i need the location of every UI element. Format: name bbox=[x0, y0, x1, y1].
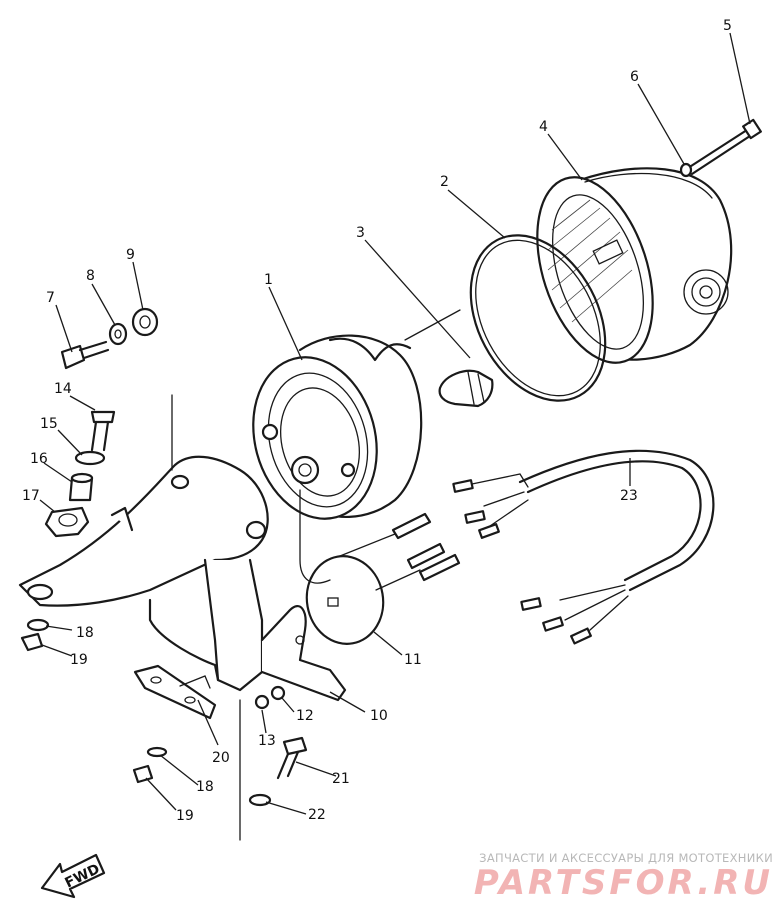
wire-connectors bbox=[339, 512, 461, 591]
nut-12 bbox=[270, 685, 286, 701]
bolt-14 bbox=[90, 410, 116, 452]
callout-21: 21 bbox=[332, 771, 350, 787]
watermark-brand: PARTSFOR.RU bbox=[473, 863, 773, 903]
reflector bbox=[299, 489, 385, 645]
taillight-housing bbox=[252, 334, 423, 520]
washer-18-upper bbox=[26, 618, 50, 632]
callout-18-lower: 18 bbox=[196, 779, 214, 795]
taillight-bracket bbox=[18, 455, 347, 702]
bulb bbox=[438, 369, 494, 408]
screw-washer bbox=[679, 162, 693, 178]
lens-gasket bbox=[469, 234, 607, 402]
callout-2: 2 bbox=[440, 174, 449, 190]
washer-9 bbox=[131, 307, 159, 337]
callout-15: 15 bbox=[40, 416, 58, 432]
lead-wire bbox=[452, 449, 715, 645]
collar-16 bbox=[68, 472, 94, 502]
watermark-subtitle: ЗАПЧАСТИ И АКСЕССУАРЫ ДЛЯ МОТОТЕХНИКИ bbox=[479, 851, 773, 865]
callout-23: 23 bbox=[620, 488, 638, 504]
fwd-direction-arrow: FWD bbox=[40, 853, 106, 899]
callout-13: 13 bbox=[258, 733, 276, 749]
washer-15 bbox=[74, 450, 106, 466]
lens-screw bbox=[686, 118, 762, 176]
washer-22 bbox=[248, 793, 272, 807]
callout-19-upper: 19 bbox=[70, 652, 88, 668]
callout-7: 7 bbox=[46, 290, 55, 306]
nut-19-upper bbox=[20, 632, 44, 652]
callout-16: 16 bbox=[30, 451, 48, 467]
callout-8: 8 bbox=[86, 268, 95, 284]
leader-lines bbox=[39, 32, 751, 815]
callout-4: 4 bbox=[539, 119, 548, 135]
taillight-lens bbox=[536, 167, 733, 364]
callout-19-lower: 19 bbox=[176, 808, 194, 824]
callout-14: 14 bbox=[54, 381, 72, 397]
callout-numbers: 1 2 3 4 5 6 7 8 9 14 15 16 17 18 19 20 1… bbox=[22, 18, 732, 824]
nut-13 bbox=[254, 694, 270, 710]
callout-3: 3 bbox=[356, 225, 365, 241]
callout-10: 10 bbox=[370, 708, 388, 724]
callout-17: 17 bbox=[22, 488, 40, 504]
callout-6: 6 bbox=[630, 69, 639, 85]
nut-19-lower bbox=[132, 764, 154, 784]
callout-1: 1 bbox=[264, 272, 273, 288]
nut-17 bbox=[44, 506, 90, 538]
callout-18-upper: 18 bbox=[76, 625, 94, 641]
callout-5: 5 bbox=[723, 18, 732, 34]
watermark: ЗАПЧАСТИ И АКСЕССУАРЫ ДЛЯ МОТОТЕХНИКИ PA… bbox=[474, 851, 773, 901]
callout-12: 12 bbox=[296, 708, 314, 724]
mount-bolt-7 bbox=[60, 340, 110, 370]
callout-20: 20 bbox=[212, 750, 230, 766]
bolt-21 bbox=[276, 736, 308, 780]
callout-9: 9 bbox=[126, 247, 135, 263]
washer-8 bbox=[108, 322, 128, 346]
washer-18-lower bbox=[146, 746, 168, 758]
callout-22: 22 bbox=[308, 807, 326, 823]
callout-11: 11 bbox=[404, 652, 422, 668]
plate-20 bbox=[133, 664, 217, 720]
assembly-axis-lines bbox=[171, 309, 461, 841]
